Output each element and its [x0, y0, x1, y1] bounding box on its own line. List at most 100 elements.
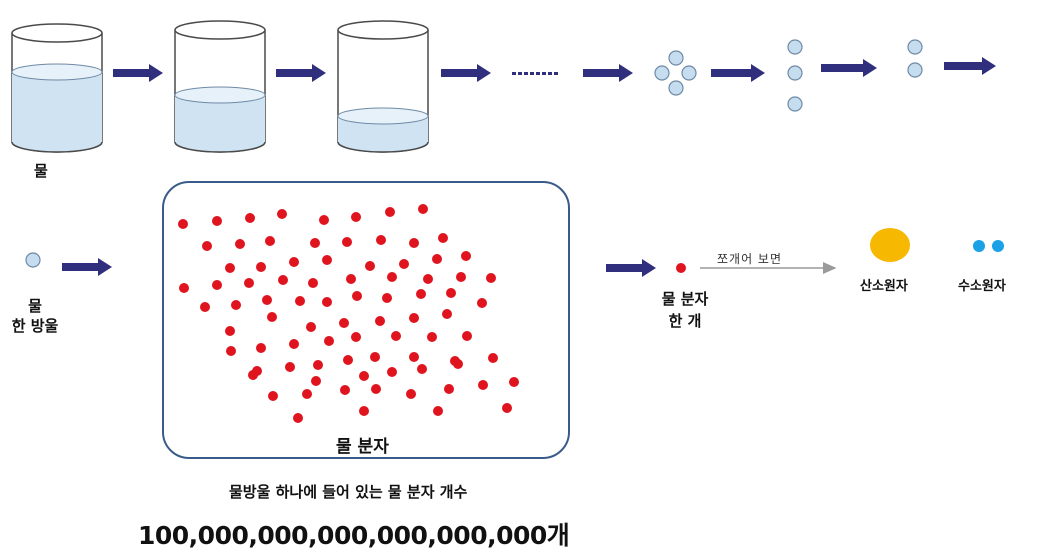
water-molecule-dot — [446, 288, 456, 298]
water-molecule-dot — [295, 296, 305, 306]
water-molecule-dot — [351, 212, 361, 222]
water-drop-label-line1: 물 — [0, 296, 70, 316]
water-molecule-dot — [391, 331, 401, 341]
water-molecule-dot — [387, 272, 397, 282]
arrow-4 — [583, 64, 633, 82]
water-molecule-dot — [488, 353, 498, 363]
water-molecule-dot — [324, 336, 334, 346]
water-molecule-dot — [371, 384, 381, 394]
arrow-9 — [606, 259, 656, 277]
box-caption: 물 분자 — [336, 432, 389, 457]
water-molecule-dot — [370, 352, 380, 362]
count-caption: 물방울 하나에 들어 있는 물 분자 개수 — [229, 481, 467, 502]
hydrogen-atom — [992, 240, 1004, 252]
hydrogen-label: 수소원자 — [958, 275, 1006, 294]
water-molecule-dot — [359, 371, 369, 381]
water-molecule-dot — [385, 207, 395, 217]
water-molecule-dot — [365, 261, 375, 271]
water-molecule-dot — [306, 322, 316, 332]
arrow-7 — [944, 57, 996, 75]
oxygen-atom — [870, 228, 910, 262]
water-molecule-dot — [502, 403, 512, 413]
water-molecule-dot — [418, 204, 428, 214]
water-molecule-dot — [456, 272, 466, 282]
water-molecule-dot — [342, 237, 352, 247]
water-molecule-dot — [438, 233, 448, 243]
one-molecule-label-line1: 물 분자 — [645, 288, 725, 310]
water-molecule-dot — [352, 291, 362, 301]
single-water-molecule — [676, 263, 686, 273]
water-molecule-dot — [285, 362, 295, 372]
water-molecule-dot — [244, 278, 254, 288]
arrow-3 — [441, 64, 491, 82]
ellipsis-dots — [512, 72, 558, 75]
water-molecule-dot — [248, 370, 258, 380]
water-molecule-dot — [351, 332, 361, 342]
water-molecule-dot — [245, 213, 255, 223]
water-molecule-dot — [268, 391, 278, 401]
water-drop-label-line2: 한 방울 — [0, 316, 70, 336]
water-molecule-dot — [178, 219, 188, 229]
water-molecule-dot — [346, 274, 356, 284]
single-water-drop — [26, 253, 40, 267]
water-molecule-dot — [406, 389, 416, 399]
water-molecule-dot — [313, 360, 323, 370]
water-molecule-dot — [409, 238, 419, 248]
molecule-box — [163, 182, 569, 458]
water-molecule-dot — [256, 343, 266, 353]
water-molecule-dot — [433, 406, 443, 416]
water-molecule-dot — [179, 283, 189, 293]
water-molecule-dot — [256, 262, 266, 272]
water-molecule-dot — [382, 293, 392, 303]
water-molecule-dot — [409, 352, 419, 362]
water-molecule-dot — [293, 413, 303, 423]
water-molecule-dot — [265, 236, 275, 246]
split-label: 쪼개어 보면 — [717, 250, 782, 267]
water-molecule-dot — [409, 313, 419, 323]
water-molecule-dot — [432, 254, 442, 264]
water-molecule-dot — [359, 406, 369, 416]
water-molecule-dot — [478, 380, 488, 390]
water-molecule-dot — [212, 216, 222, 226]
arrow-8 — [62, 258, 112, 276]
water-molecule-dot — [308, 278, 318, 288]
water-molecule-dot — [202, 241, 212, 251]
drop-cluster-four — [655, 51, 696, 95]
water-molecule-dot — [200, 302, 210, 312]
water-molecule-dot — [302, 389, 312, 399]
water-molecule-dot — [277, 209, 287, 219]
water-molecule-dot — [387, 367, 397, 377]
water-molecule-dot — [267, 312, 277, 322]
water-molecule-dot — [322, 255, 332, 265]
water-molecule-dot — [416, 289, 426, 299]
water-molecule-dot — [343, 355, 353, 365]
water-molecule-dot — [442, 309, 452, 319]
arrow-2 — [276, 64, 326, 82]
water-molecule-dot — [453, 359, 463, 369]
water-molecule-dot — [319, 215, 329, 225]
water-molecule-dot — [235, 239, 245, 249]
water-molecule-dot — [212, 280, 222, 290]
water-molecule-dot — [278, 275, 288, 285]
water-molecule-dot — [311, 376, 321, 386]
water-molecule-dot — [289, 339, 299, 349]
water-molecule-dot — [289, 257, 299, 267]
water-molecule-dot — [427, 332, 437, 342]
water-molecule-dot — [423, 274, 433, 284]
water-molecule-dot — [375, 316, 385, 326]
water-molecule-dot — [486, 273, 496, 283]
water-molecule-dot — [399, 259, 409, 269]
drop-cluster-three — [788, 40, 802, 111]
water-molecule-dot — [262, 295, 272, 305]
beaker-half — [175, 21, 265, 152]
beaker-full — [12, 24, 102, 152]
one-molecule-label: 물 분자 한 개 — [645, 288, 725, 332]
water-molecule-dot — [477, 298, 487, 308]
drop-cluster-two — [908, 40, 922, 77]
count-value: 100,000,000,000,000,000,000개 — [138, 516, 569, 552]
water-molecule-dot — [339, 318, 349, 328]
beaker-low — [338, 21, 428, 152]
arrow-1 — [113, 64, 163, 82]
water-molecule-dot — [376, 235, 386, 245]
water-molecule-dot — [444, 384, 454, 394]
